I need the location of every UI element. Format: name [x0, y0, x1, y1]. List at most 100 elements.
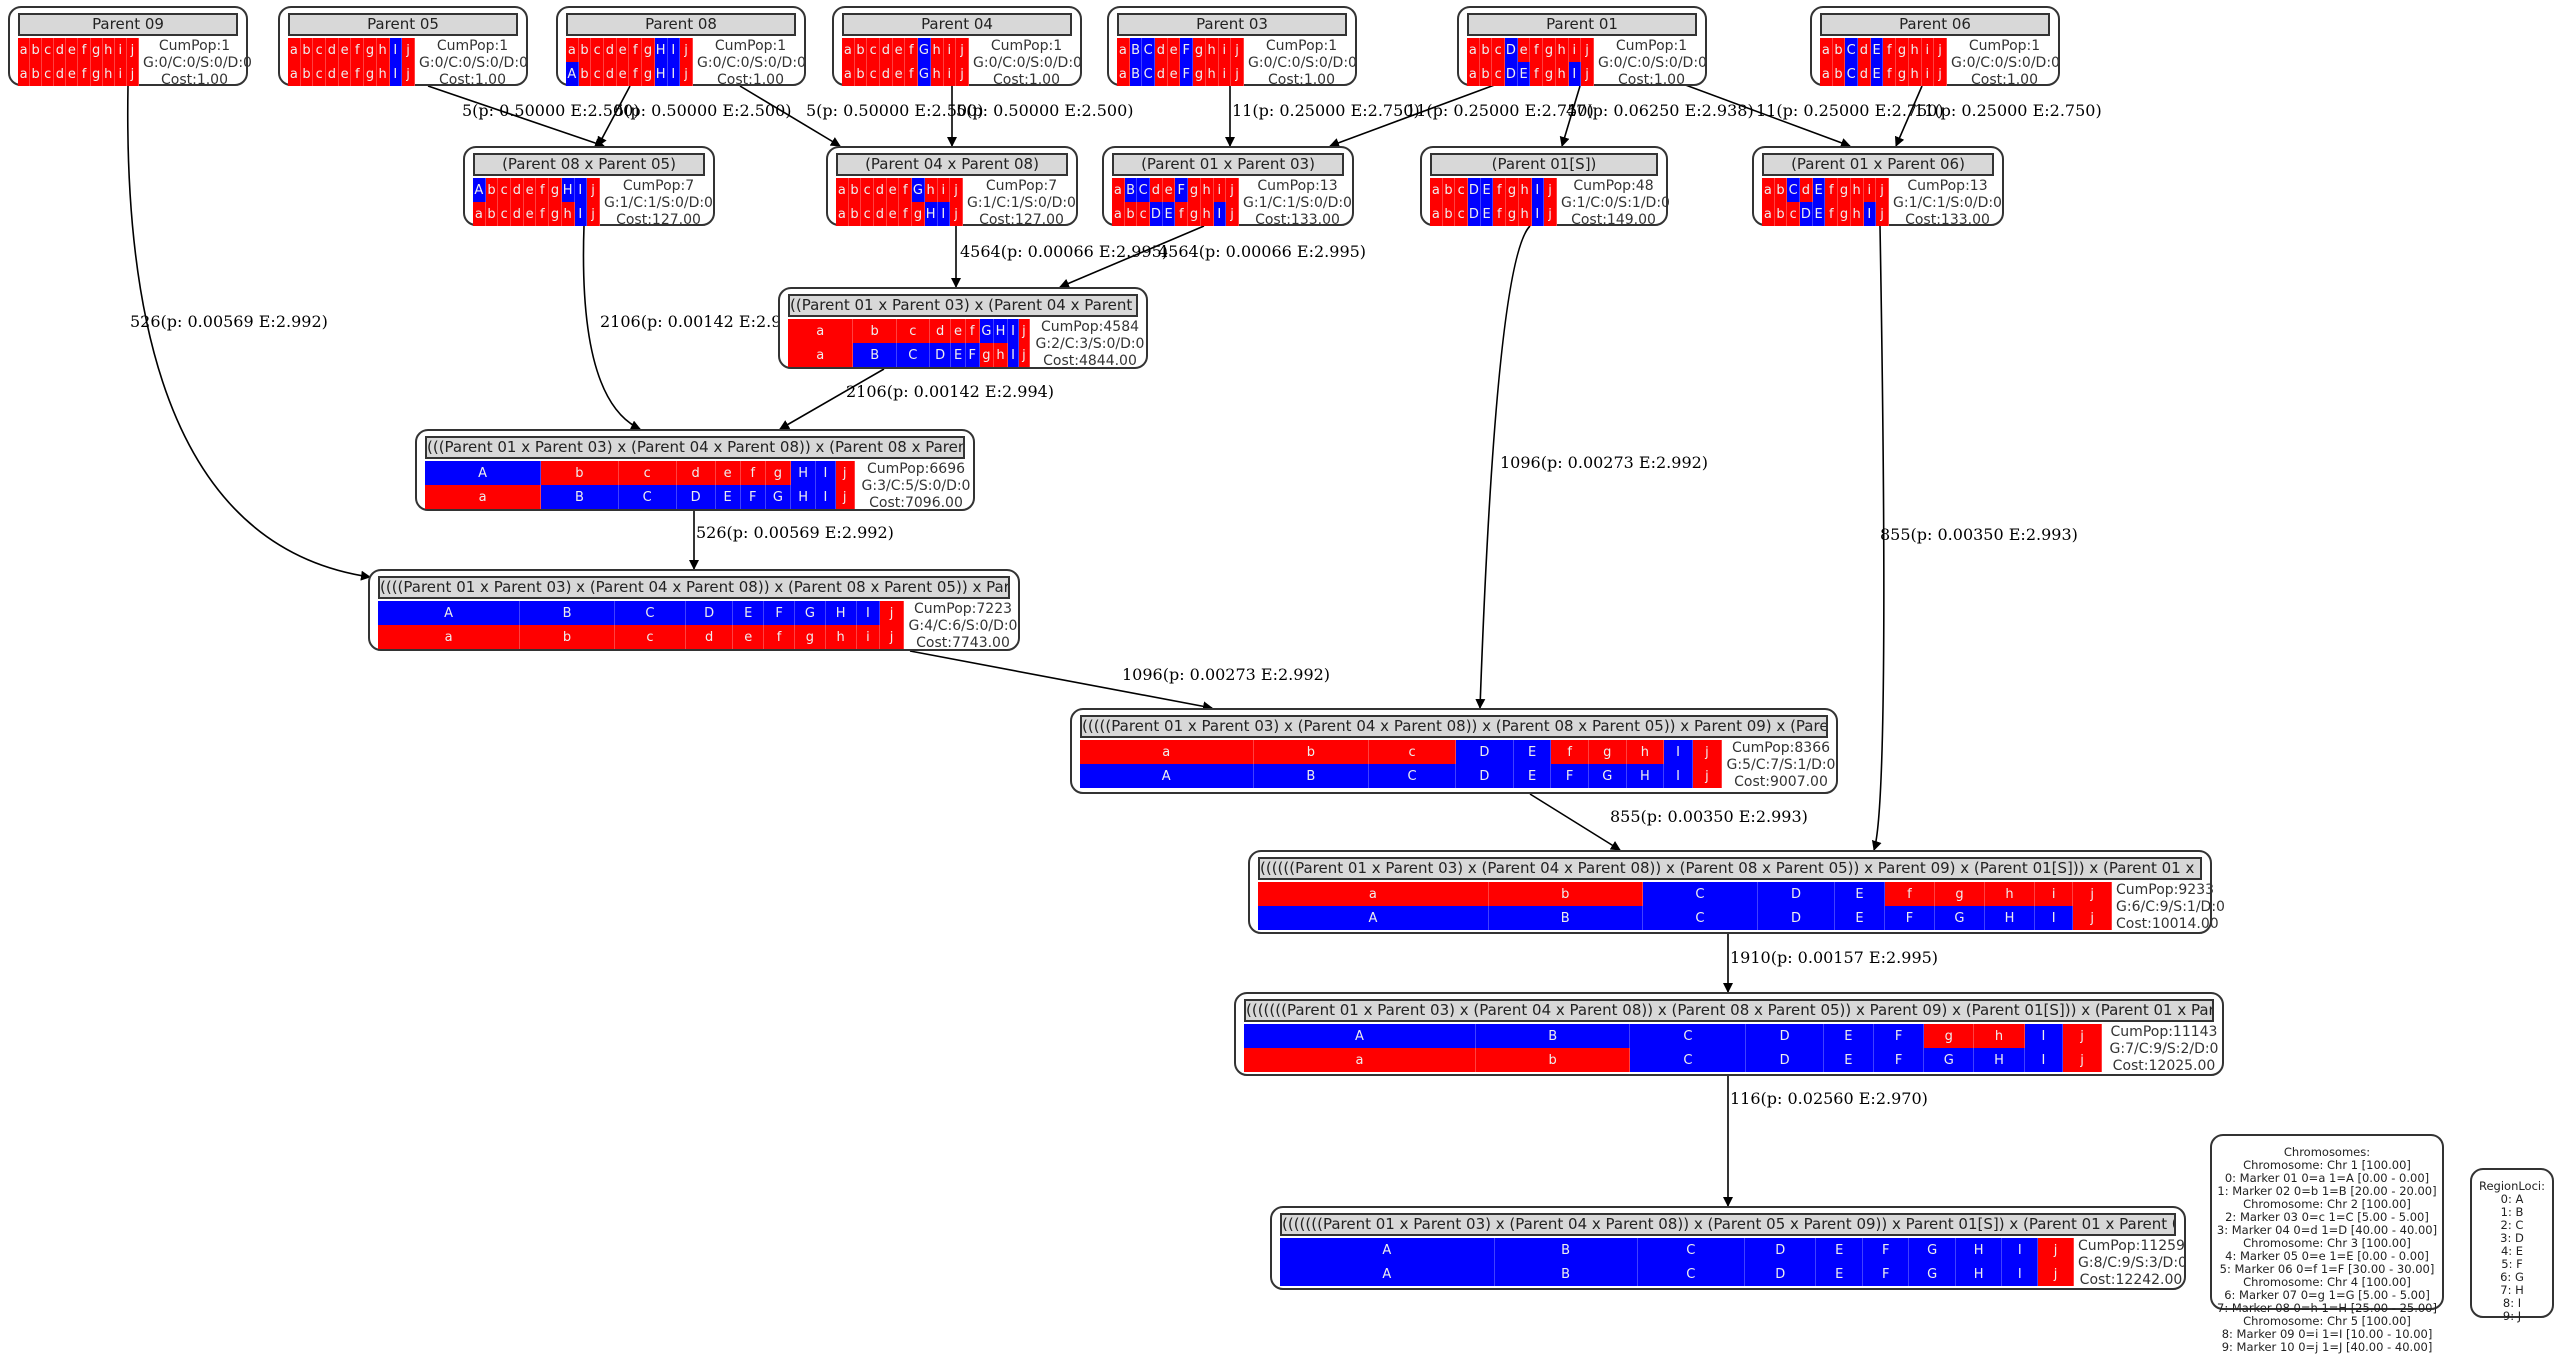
allele-cell: I: [1008, 343, 1019, 367]
edge-label: 4564(p: 0.00066 E:2.995): [960, 242, 1168, 261]
node-stat-line: Cost:127.00: [979, 212, 1064, 228]
node-stat-line: CumPop:1: [714, 38, 787, 54]
node-title: (((((Parent 01 x Parent 03) x (Parent 04…: [1080, 715, 1828, 738]
allele-cell: h: [825, 625, 857, 649]
allele-cell: e: [733, 625, 765, 649]
node-stat-line: Cost:1.00: [992, 72, 1060, 88]
allele-cell: b: [1253, 740, 1370, 764]
allele-cell: g: [1838, 178, 1851, 202]
allele-cell: C: [1137, 178, 1151, 202]
allele-cell: c: [1455, 178, 1469, 202]
allele-cell: C: [614, 601, 686, 625]
allele-cell: E: [715, 485, 741, 509]
allele-cell: e: [523, 202, 537, 226]
allele-cell: d: [686, 625, 734, 649]
chromosome-legend-line: Chromosome: Chr 1 [100.00]: [2243, 1158, 2411, 1172]
allele-cell: I: [2024, 1024, 2064, 1048]
allele-cell: j: [1226, 178, 1239, 202]
node-title: (Parent 04 x Parent 08): [836, 153, 1068, 176]
allele-cell: b: [541, 461, 619, 485]
allele-cell: j: [1876, 202, 1889, 226]
allele-cell: i: [114, 62, 127, 86]
allele-cell: b: [30, 38, 43, 62]
allele-cell: b: [1774, 178, 1788, 202]
chromosome-legend-title: Chromosomes:: [2283, 1145, 2371, 1159]
allele-cell: f: [536, 178, 550, 202]
allele-cell: j: [1581, 62, 1594, 86]
node-nE[interactable]: ((((((Parent 01 x Parent 03) x (Parent 0…: [1248, 850, 2225, 934]
node-nG[interactable]: (((((((Parent 01 x Parent 03) x (Parent …: [1270, 1206, 2187, 1290]
allele-cell: g: [549, 178, 562, 202]
node-stat-line: G:1/C:0/S:1/D:0: [1561, 195, 1670, 211]
allele-cell: C: [1642, 882, 1759, 906]
node-title: (((Parent 01 x Parent 03) x (Parent 04 x…: [425, 436, 965, 459]
allele-cell: A: [473, 178, 486, 202]
node-nF[interactable]: (((((((Parent 01 x Parent 03) x (Parent …: [1234, 992, 2224, 1076]
allele-cell: d: [54, 62, 67, 86]
allele-cell: a: [1467, 38, 1480, 62]
allele-cell: f: [351, 62, 365, 86]
edge-label: 4564(p: 0.00066 E:2.995): [1158, 242, 1366, 261]
allele-cell: C: [896, 343, 930, 367]
node-nD[interactable]: (((((Parent 01 x Parent 03) x (Parent 04…: [1070, 708, 1838, 794]
allele-cell: a: [788, 319, 854, 343]
allele-cell: h: [1850, 202, 1864, 226]
chromosome-legend-line: 8: Marker 09 0=i 1=I [10.00 - 10.00]: [2221, 1327, 2433, 1341]
allele-cell: e: [616, 38, 630, 62]
allele-cell: a: [18, 62, 31, 86]
allele-cell: f: [351, 38, 365, 62]
node-stat-line: Cost:12025.00: [2112, 1058, 2216, 1074]
node-nC[interactable]: ((((Parent 01 x Parent 03) x (Parent 04 …: [368, 569, 1020, 651]
allele-cell: B: [520, 601, 615, 625]
allele-cell: g: [979, 343, 994, 367]
node-nB[interactable]: (((Parent 01 x Parent 03) x (Parent 04 x…: [415, 429, 975, 511]
edge-p01-n0103: [1329, 79, 1509, 148]
allele-cell: a: [1117, 38, 1130, 62]
allele-cell: I: [1008, 319, 1019, 343]
allele-cell: j: [835, 485, 855, 509]
allele-cell: D: [1505, 62, 1518, 86]
edge-label: 116(p: 0.02560 E:2.970): [1730, 1089, 1928, 1108]
allele-cell: g: [1588, 740, 1627, 764]
allele-cell: B: [853, 343, 897, 367]
allele-cell: a: [1430, 202, 1443, 226]
allele-cell: C: [1369, 764, 1456, 788]
allele-cell: b: [578, 38, 592, 62]
allele-cell: G: [912, 178, 925, 202]
allele-cell: E: [1812, 178, 1826, 202]
allele-cell: C: [1630, 1024, 1747, 1048]
edge-label: 11(p: 0.25000 E:2.750): [1914, 101, 2102, 120]
allele-cell: a: [1820, 62, 1833, 86]
region-legend-line: 4: E: [2500, 1244, 2524, 1258]
allele-cell: j: [680, 62, 693, 86]
allele-cell: f: [1883, 38, 1897, 62]
node-stat-line: Cost:12242.00: [2079, 1272, 2183, 1288]
allele-cell: H: [654, 62, 668, 86]
chromosome-legend-line: 0: Marker 01 0=a 1=A [0.00 - 0.00]: [2224, 1171, 2430, 1185]
allele-cell: H: [791, 485, 817, 509]
allele-cell: g: [912, 202, 925, 226]
allele-cell: g: [765, 461, 792, 485]
node-nA[interactable]: ((Parent 01 x Parent 03) x (Parent 04 x …: [778, 287, 1148, 369]
allele-cell: f: [905, 62, 919, 86]
chromosome-legend-line: 1: Marker 02 0=b 1=B [20.00 - 20.00]: [2217, 1184, 2437, 1198]
allele-cell: b: [853, 319, 897, 343]
allele-cell: j: [126, 38, 139, 62]
